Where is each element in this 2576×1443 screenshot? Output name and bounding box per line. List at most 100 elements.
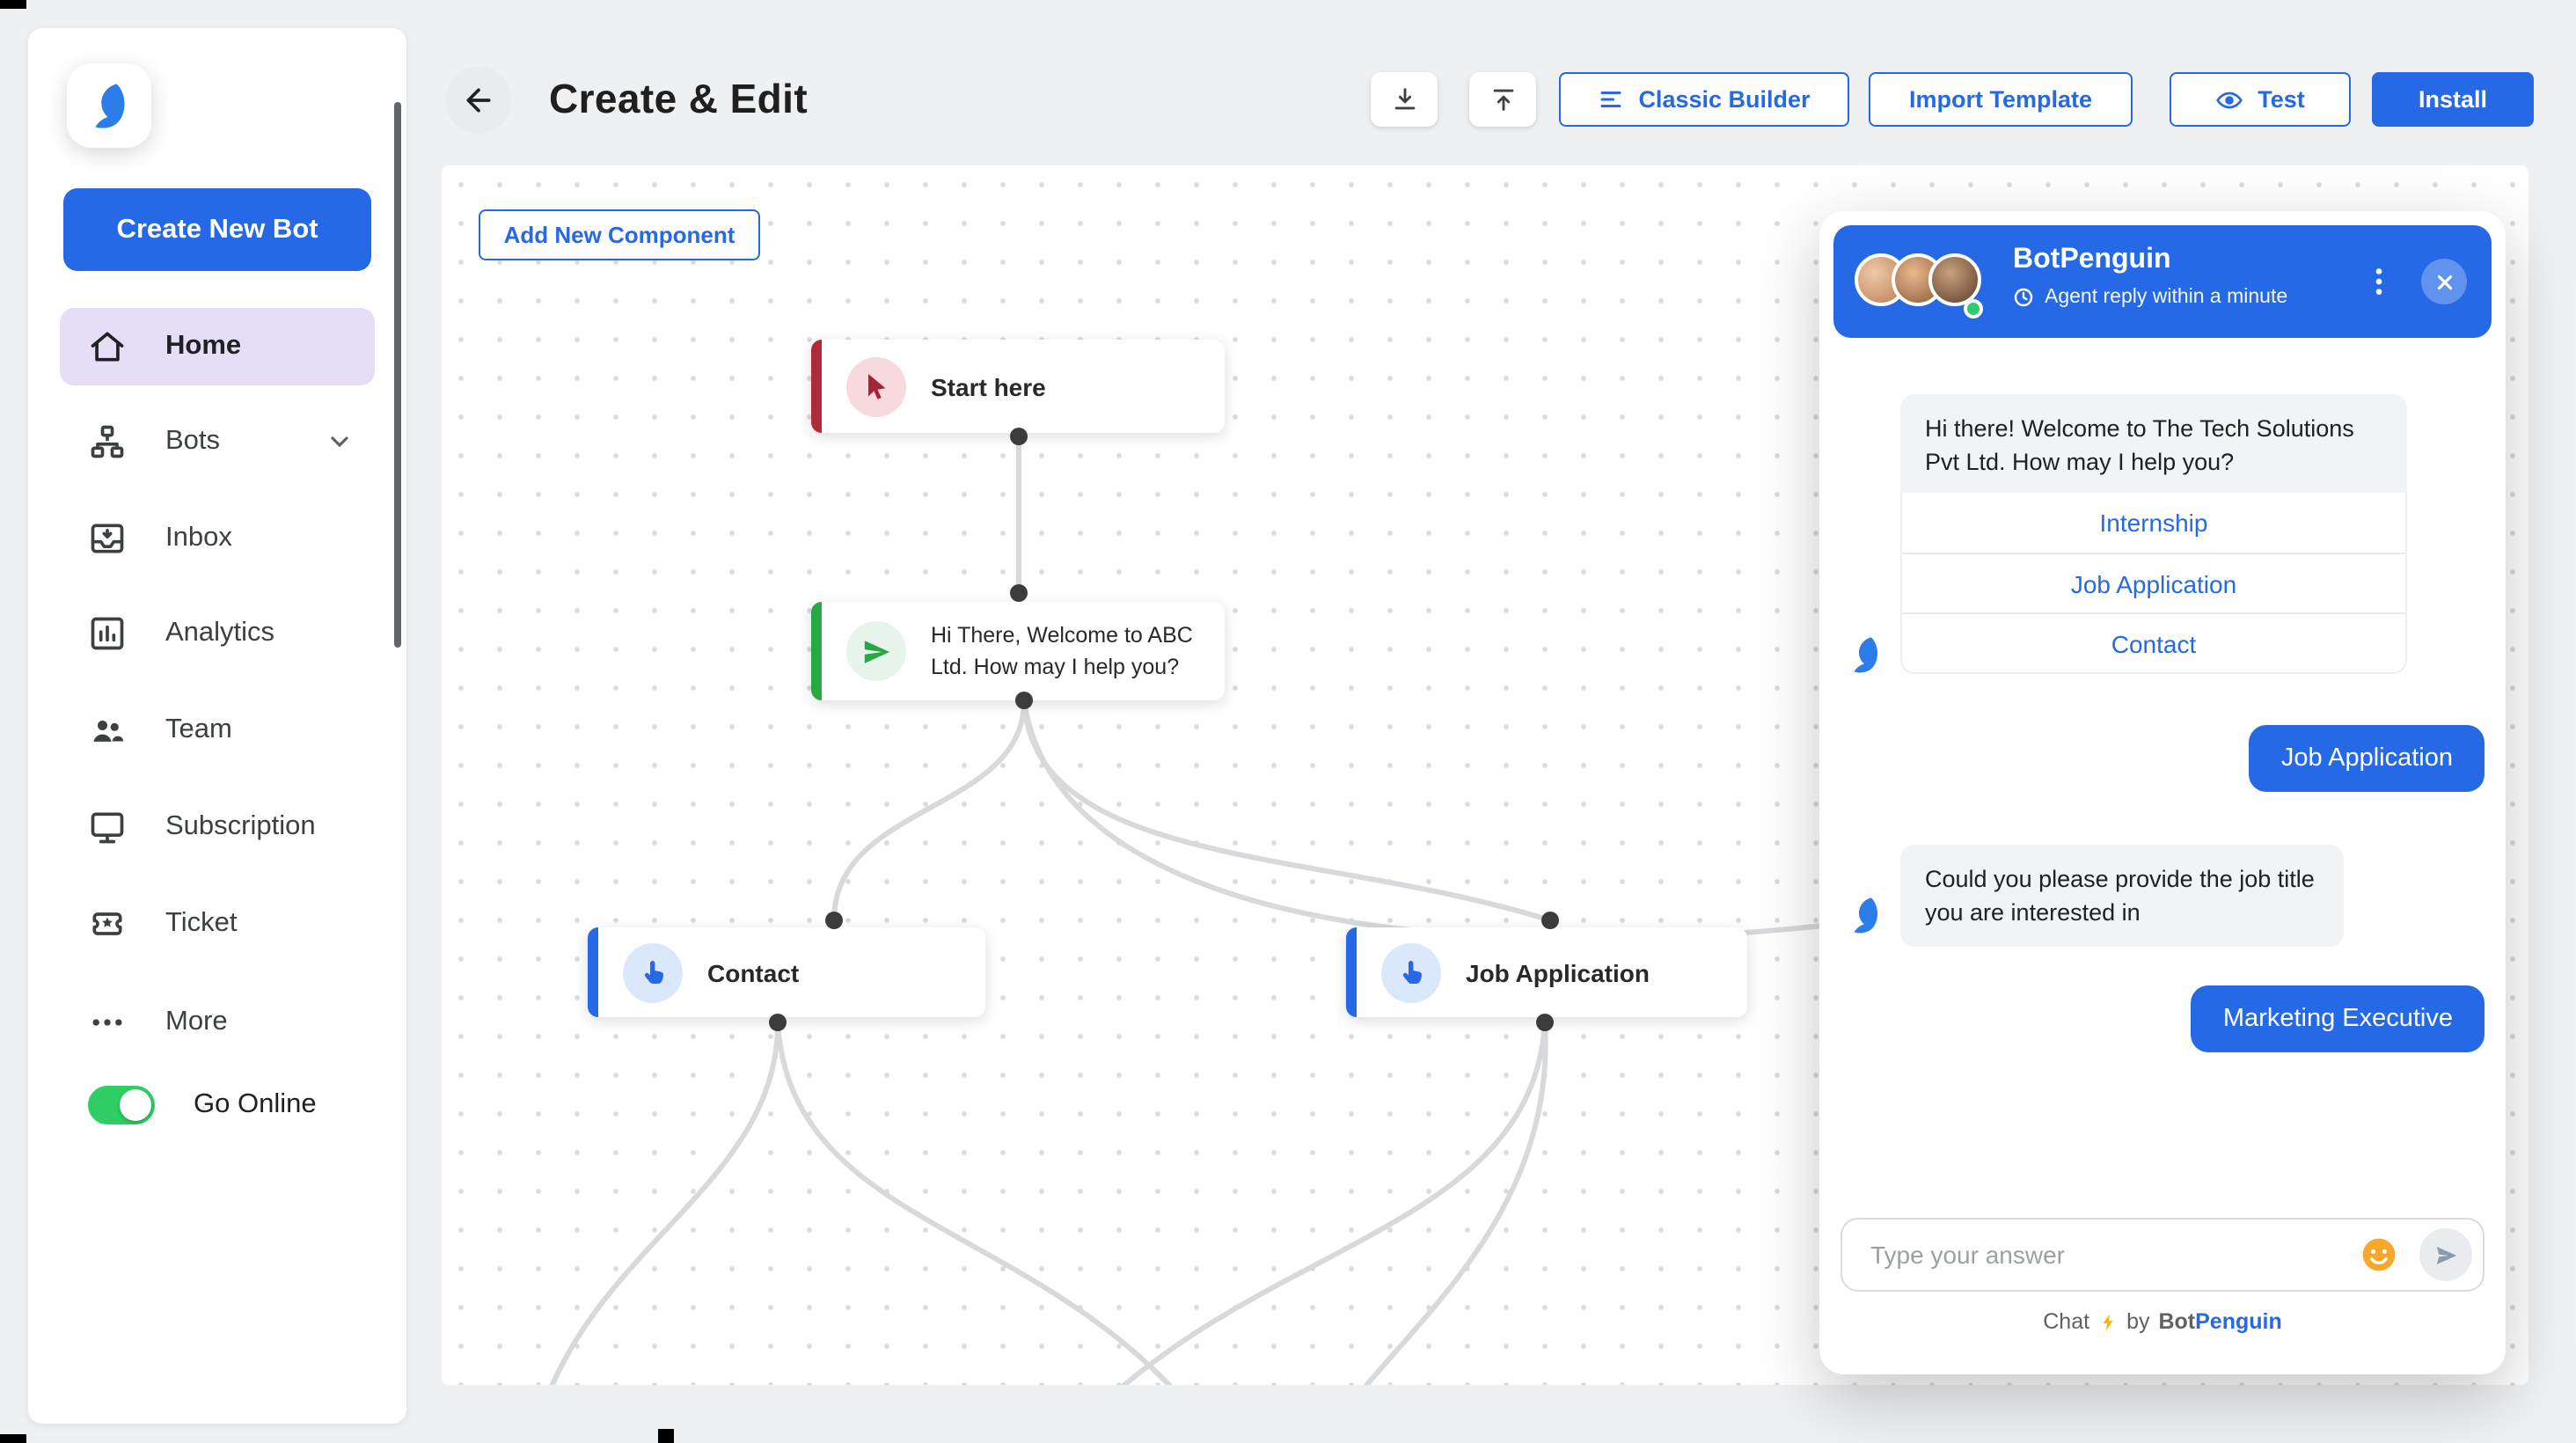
connector-dot[interactable]: [1541, 912, 1559, 929]
upload-flow-button[interactable]: [1469, 72, 1536, 127]
sidebar-item-label: Ticket: [165, 908, 238, 938]
sidebar-item-subscription[interactable]: Subscription: [60, 788, 375, 866]
cursor-icon: [846, 356, 906, 416]
test-button[interactable]: Test: [2170, 72, 2351, 127]
sidebar-item-team[interactable]: Team: [60, 692, 375, 769]
home-icon: [88, 327, 127, 366]
flow-node-job-application[interactable]: Job Application: [1346, 927, 1747, 1017]
kebab-icon: [2361, 262, 2400, 301]
bot-avatar-penguin-icon: [1844, 634, 1886, 676]
chat-answer-input[interactable]: [1842, 1241, 2360, 1269]
screen-artifact: [0, 1434, 26, 1443]
emoji-picker-button[interactable]: [2360, 1234, 2402, 1276]
back-arrow-icon: [461, 83, 496, 118]
chat-close-button[interactable]: [2421, 259, 2467, 304]
sidebar-item-label: More: [165, 1007, 228, 1036]
user-message: Marketing Executive: [2191, 985, 2485, 1052]
chat-options-list: Internship Job Application Contact: [1900, 493, 2407, 674]
online-status-dot: [1964, 299, 1983, 319]
flow-node-contact[interactable]: Contact: [588, 927, 985, 1017]
connector-dot[interactable]: [1536, 1014, 1554, 1031]
sidebar-item-label: Bots: [165, 426, 221, 456]
sidebar-item-analytics[interactable]: Analytics: [60, 595, 375, 672]
bot-avatar-penguin-icon: [1844, 894, 1886, 936]
eye-icon: [2215, 85, 2243, 114]
sidebar-item-home[interactable]: Home: [60, 308, 375, 385]
connector-dot[interactable]: [1010, 428, 1028, 445]
flow-node-welcome-message[interactable]: Hi There, Welcome to ABC Ltd. How may I …: [811, 602, 1225, 700]
botpenguin-logo: [67, 63, 151, 148]
page-title: Create & Edit: [549, 76, 809, 121]
penguin-icon: [83, 79, 135, 132]
chat-option-contact[interactable]: Contact: [1902, 612, 2405, 672]
screen-artifact: [0, 0, 26, 9]
more-dots-icon: [88, 1003, 127, 1042]
node-label: Start here: [931, 372, 1046, 400]
install-button[interactable]: Install: [2372, 72, 2534, 127]
send-icon: [846, 621, 906, 681]
sidebar-scrollbar[interactable]: [394, 102, 401, 648]
go-online-toggle[interactable]: [88, 1086, 155, 1124]
sidebar-item-label: Subscription: [165, 811, 316, 841]
chat-header: BotPenguin Agent reply within a minute: [1833, 225, 2492, 338]
test-label: Test: [2258, 86, 2305, 113]
go-online-label: Go Online: [194, 1089, 317, 1119]
sidebar-item-label: Team: [165, 714, 232, 744]
chat-option-internship[interactable]: Internship: [2099, 509, 2208, 537]
sidebar: Create New Bot Home Bots Inbox Analytics…: [28, 28, 406, 1424]
chat-subtitle-row: Agent reply within a minute: [2013, 287, 2287, 308]
chat-input-container: [1841, 1218, 2485, 1292]
hand-click-icon: [1381, 942, 1441, 1002]
sidebar-item-label: Home: [165, 331, 242, 361]
chat-option-job-application[interactable]: Job Application: [1902, 553, 2405, 612]
analytics-icon: [88, 614, 127, 653]
connector-dot[interactable]: [769, 1014, 787, 1031]
chat-send-button[interactable]: [2419, 1228, 2472, 1281]
sidebar-item-inbox[interactable]: Inbox: [60, 500, 375, 577]
import-template-label: Import Template: [1908, 86, 2092, 113]
classic-builder-label: Classic Builder: [1638, 86, 1811, 113]
lightning-icon: [2098, 1310, 2118, 1333]
bot-message: Could you please provide the job title y…: [1900, 845, 2344, 948]
connector-dot[interactable]: [825, 912, 843, 929]
flow-node-start-here[interactable]: Start here: [811, 340, 1225, 433]
connector-dot[interactable]: [1010, 584, 1028, 602]
footer-brand-bot: Bot: [2158, 1309, 2196, 1334]
close-icon: [2433, 270, 2455, 293]
ticket-icon: [88, 905, 127, 943]
agent-avatar: [1928, 253, 1981, 306]
inbox-icon: [88, 519, 127, 558]
clock-icon: [2013, 287, 2034, 308]
footer-chat-label: Chat: [2043, 1309, 2090, 1334]
sidebar-item-more[interactable]: More: [60, 984, 375, 1061]
chat-bot-name: BotPenguin: [2013, 245, 2171, 275]
hand-click-icon: [623, 942, 683, 1002]
team-icon: [88, 711, 127, 750]
chat-footer-branding: Chat by BotPenguin: [1819, 1309, 2506, 1334]
smiley-icon: [2360, 1235, 2402, 1274]
install-label: Install: [2418, 86, 2487, 113]
sidebar-item-label: Inbox: [165, 523, 232, 553]
back-button[interactable]: [445, 67, 512, 134]
node-label: Job Application: [1466, 958, 1650, 986]
footer-brand-penguin: Penguin: [2195, 1309, 2282, 1334]
download-icon: [1389, 84, 1419, 114]
import-template-button[interactable]: Import Template: [1869, 72, 2133, 127]
sidebar-item-bots[interactable]: Bots: [60, 403, 375, 480]
chat-menu-button[interactable]: [2361, 259, 2400, 304]
connector-dot[interactable]: [1015, 692, 1033, 709]
paper-plane-icon: [2433, 1242, 2459, 1268]
footer-brand[interactable]: BotPenguin: [2158, 1309, 2281, 1334]
toggle-knob: [120, 1089, 151, 1121]
subscription-icon: [88, 808, 127, 846]
sidebar-item-ticket[interactable]: Ticket: [60, 885, 375, 963]
go-online-row: Go Online: [60, 1066, 375, 1144]
create-new-bot-button[interactable]: Create New Bot: [63, 188, 371, 271]
sidebar-item-label: Analytics: [165, 618, 275, 648]
add-new-component-button[interactable]: Add New Component: [479, 209, 760, 260]
download-flow-button[interactable]: [1371, 72, 1438, 127]
node-label: Hi There, Welcome to ABC Ltd. How may I …: [931, 622, 1193, 679]
chevron-down-icon[interactable]: [326, 428, 354, 456]
classic-builder-button[interactable]: Classic Builder: [1559, 72, 1849, 127]
